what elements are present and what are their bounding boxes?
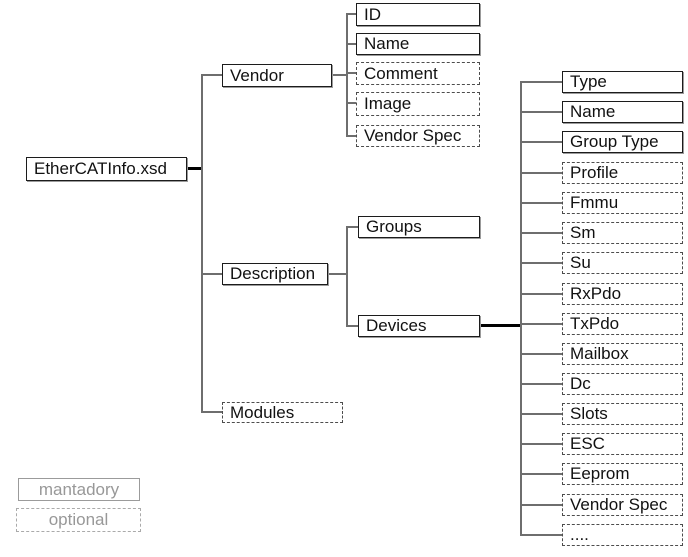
branch-device-dc (521, 383, 562, 385)
branch-device-type (521, 81, 562, 83)
node-device-rxpdo: RxPdo (562, 283, 683, 305)
branch-device-rxpdo (521, 293, 562, 295)
node-device-dc: Dc (562, 373, 683, 395)
node-vendor: Vendor (222, 64, 332, 87)
branch-device-group-type (521, 141, 562, 143)
connector-root (187, 167, 203, 170)
legend-optional-box: optional (16, 508, 141, 532)
node-device-type: Type (562, 71, 683, 93)
branch-device-name (521, 111, 562, 113)
node-vendor-id: ID (356, 3, 480, 26)
node-vendor-vendor-spec: Vendor Spec (356, 125, 480, 147)
node-modules: Modules (222, 402, 343, 423)
node-description: Description (222, 263, 328, 285)
branch-device-mailbox (521, 353, 562, 355)
node-devices: Devices (358, 315, 480, 337)
branch-device-vendor-spec (521, 504, 562, 506)
connector-vendor (332, 74, 347, 76)
branch-vendor-name (347, 43, 356, 45)
node-vendor-comment: Comment (356, 62, 480, 85)
node-device-eeprom: Eeprom (562, 463, 683, 485)
node-device-fmmu: Fmmu (562, 192, 683, 214)
legend-mandatory-box: mantadory (18, 478, 140, 501)
branch-vendor-id (347, 13, 356, 15)
branch-modules (202, 411, 222, 413)
trunk-devices-children (520, 81, 522, 536)
branch-device-txpdo (521, 323, 562, 325)
branch-devices (347, 325, 358, 327)
node-groups: Groups (358, 216, 480, 238)
branch-device-sm (521, 232, 562, 234)
branch-vendor (202, 74, 222, 76)
branch-vendor-image (347, 102, 356, 104)
node-device-group-type: Group Type (562, 131, 683, 153)
branch-device-esc (521, 443, 562, 445)
branch-device-eeprom (521, 473, 562, 475)
connector-description (328, 273, 347, 275)
node-device-txpdo: TxPdo (562, 313, 683, 335)
node-device-profile: Profile (562, 162, 683, 184)
node-vendor-name: Name (356, 33, 480, 55)
branch-vendor-comment (347, 72, 356, 74)
branch-device-profile (521, 172, 562, 174)
node-device-sm: Sm (562, 222, 683, 244)
node-device-esc: ESC (562, 433, 683, 455)
branch-vendor-vendor-spec (347, 135, 356, 137)
node-device-mailbox: Mailbox (562, 343, 683, 365)
branch-device-slots (521, 413, 562, 415)
branch-device-su (521, 262, 562, 264)
trunk-main (201, 74, 203, 413)
trunk-description-children (346, 226, 348, 327)
branch-device-more (521, 534, 562, 536)
node-ethercatinfo-xsd: EtherCATInfo.xsd (26, 157, 187, 181)
node-device-name: Name (562, 101, 683, 123)
node-device-slots: Slots (562, 403, 683, 425)
node-device-more: .... (562, 524, 683, 546)
trunk-vendor-children (346, 13, 348, 137)
node-device-su: Su (562, 252, 683, 274)
connector-devices (480, 324, 521, 327)
node-vendor-image: Image (356, 92, 480, 116)
node-device-vendor-spec: Vendor Spec (562, 494, 683, 516)
branch-description (202, 273, 222, 275)
branch-groups (347, 226, 358, 228)
branch-device-fmmu (521, 202, 562, 204)
